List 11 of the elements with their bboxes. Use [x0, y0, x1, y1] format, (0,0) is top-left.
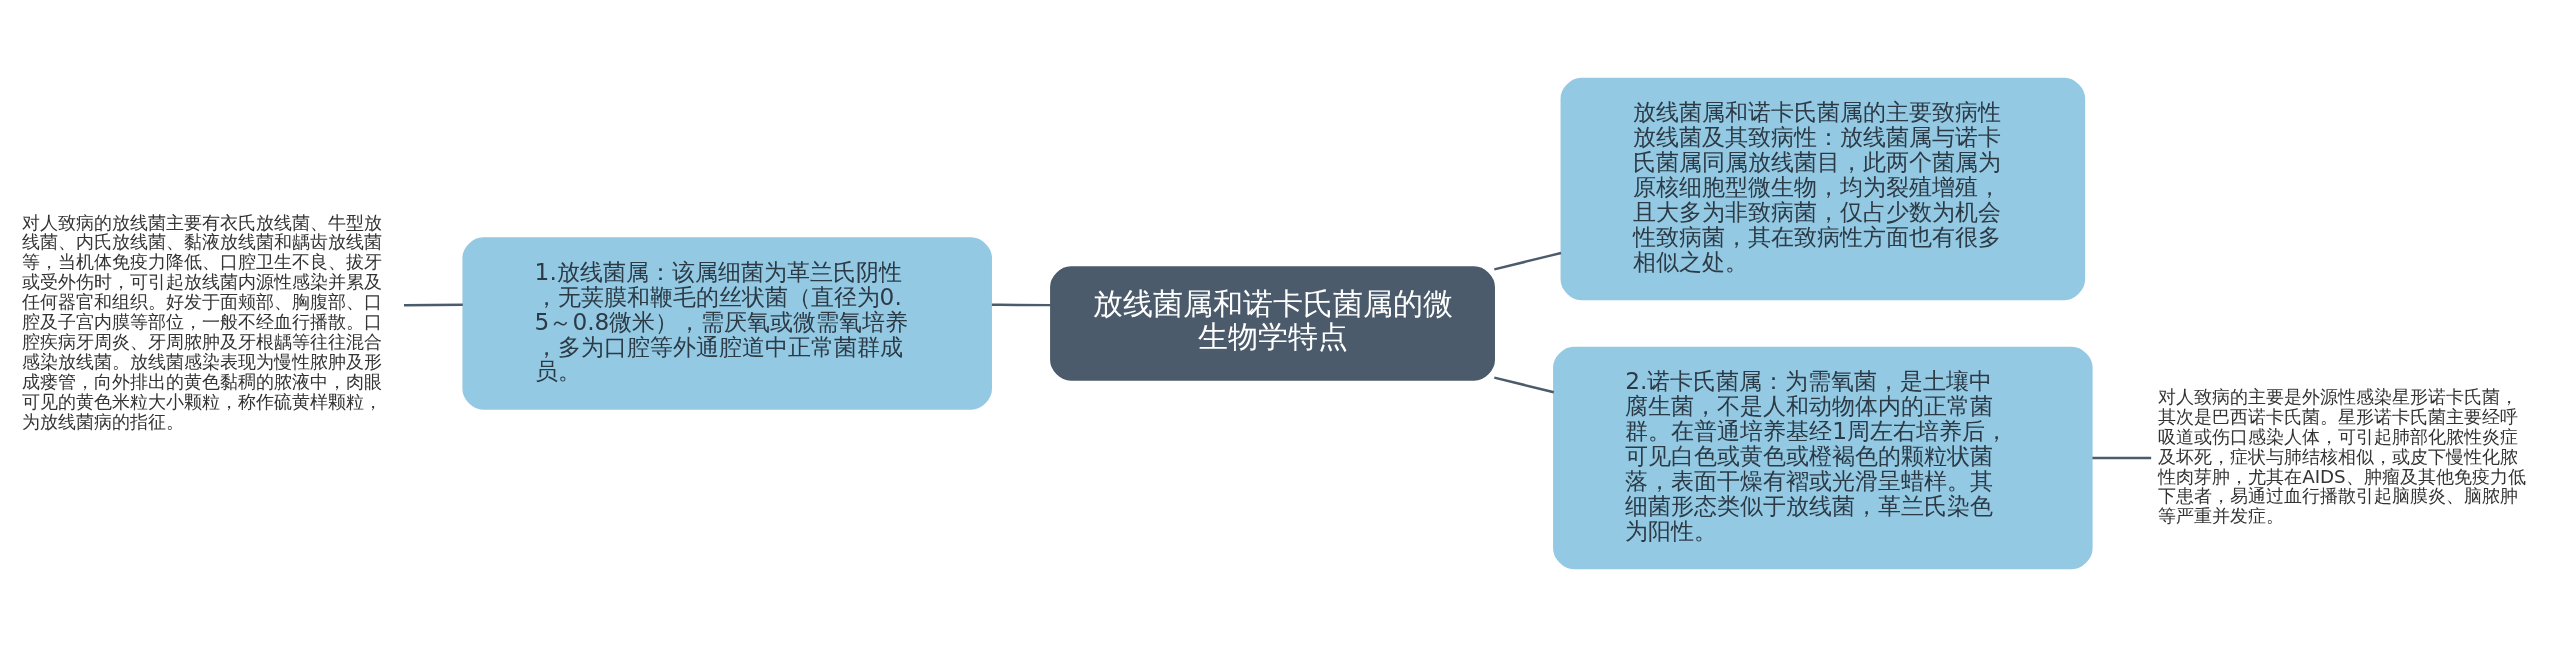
connector: [1494, 251, 1562, 271]
node-box: 放线菌属和诺卡氏菌属的微生物学特点: [1050, 266, 1495, 381]
connector: [403, 303, 463, 307]
node-box: 2.诺卡氏菌属：为需氧菌，是土壤中腐生菌，不是人和动物体内的正常菌群。在普通培养基经1周左右培养后，可见白色或黄色或橙褐色的颗粒状菌落，表面干燥有褶或光滑呈蜡样。其细菌形态类似于放线菌，革兰氏染色为阳性。: [1553, 346, 2093, 570]
node-box: 1.放线菌属：该属细菌为革兰氏阴性，无荚膜和鞭毛的丝状菌（直径为0.5～0.8微米），需厌氧或微需氧培养，多为口腔等外通腔道中正常菌群成员。: [462, 237, 992, 410]
connector: [991, 303, 1051, 307]
connector: [1494, 376, 1555, 394]
node-box: 放线菌属和诺卡氏菌属的主要致病性放线菌及其致病性：放线菌属与诺卡氏菌属同属放线菌目，此两个菌属为原核细胞型微生物，均为裂殖增殖，且大多为非致病菌，仅占少数为机会性致病菌，其在致病性方面也有很多相似之处。: [1560, 77, 2086, 301]
node-text: 对人致病的主要是外源性感染星形诺卡氏菌，其次是巴西诺卡氏菌。星形诺卡氏菌主要经呼吸道或伤口感染人体，可引起肺部化脓性炎症及坏死，症状与肺结核相似，或皮下慢性化脓性肉芽肿，尤其在AIDS、肿瘤及其他免疫力低下患者，易通过血行播散引起脑膜炎、脑脓肿等严重并发症。: [2158, 385, 2526, 527]
connector: [2092, 456, 2152, 460]
node-text: 对人致病的放线菌主要有衣氏放线菌、牛型放线菌、内氏放线菌、黏液放线菌和龋齿放线菌等，当机体免疫力降低、口腔卫生不良、拔牙或受外伤时，可引起放线菌内源性感染并累及任何器官和组织。好发于面颊部、胸腹部、口腔及子宫内膜等部位，一般不经血行播散。口腔疾病牙周炎、牙周脓肿及牙根龋等往往混合感染放线菌。放线菌感染表现为慢性脓肿及形成瘘管，向外排出的黄色黏稠的脓液中，肉眼可见的黄色米粒大小颗粒，称作硫黄样颗粒，为放线菌病的指征。: [21, 211, 382, 432]
